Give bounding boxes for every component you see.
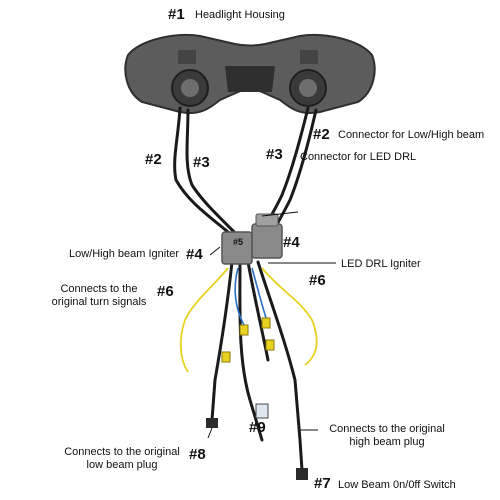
headlight-housing [124,34,376,114]
label-num-5: #5 [233,237,244,247]
label-num-6-left: #6 [157,283,174,300]
label-connector-led-drl: Connector for LED DRL [300,151,417,163]
label-high-beam-plug: Connects to the original high beam plug [329,423,445,448]
label-low-beam-switch: Low Beam 0n/0ff Switch [338,479,456,491]
label-num-3-left: #3 [193,154,210,171]
label-num-4-left: #4 [186,246,203,263]
switch-plug [296,468,308,480]
label-low-high-igniter: Low/High beam Igniter [69,248,180,260]
label-turn-signals: Connects to the original turn signals [51,283,147,308]
label-num-4-right: #4 [283,234,300,251]
label-num-3-right: #3 [266,146,283,163]
led-drl-igniter [251,223,283,259]
label-num-8: #8 [189,446,206,463]
label-num-7: #7 [314,475,331,492]
label-num-2-left: #2 [145,151,162,168]
label-low-beam-plug: Connects to the original low beam plug [64,446,180,471]
label-led-drl-igniter: LED DRL Igniter [341,258,421,270]
igniters [221,213,283,265]
label-num-1: #1 [168,6,185,23]
pointer-lines [207,211,336,439]
connectors [221,317,275,363]
blue-wires [234,267,267,326]
label-headlight-housing: Headlight Housing [195,9,285,21]
label-num-6-right: #6 [309,272,326,289]
high-beam-plug [255,403,269,419]
label-connector-low-high: Connector for Low/High beam [338,129,485,141]
low-beam-plug [206,418,218,428]
label-num-2-right: #2 [313,126,330,143]
turn-signal-wires [179,267,318,373]
label-num-9: #9 [249,419,266,436]
